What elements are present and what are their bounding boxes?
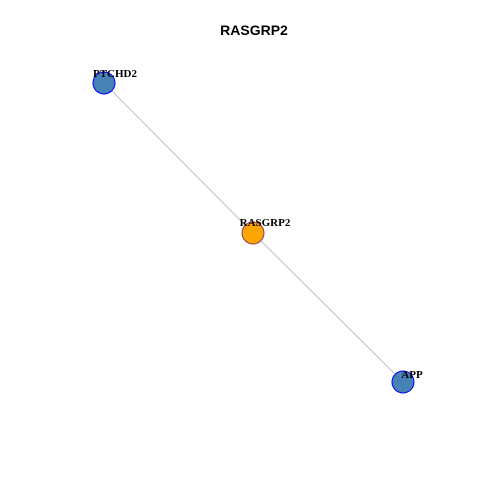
node-app-circle[interactable]	[391, 370, 415, 394]
node-app[interactable]: APP	[391, 369, 423, 394]
edge-ptchd2-rasgrp2	[103, 82, 254, 234]
node-rasgrp2[interactable]: RASGRP2	[240, 217, 291, 245]
node-ptchd2-circle[interactable]	[92, 71, 116, 95]
edges-layer	[103, 82, 404, 383]
edge-rasgrp2-app	[252, 232, 404, 383]
node-rasgrp2-label: RASGRP2	[240, 217, 291, 229]
diagram-title: RASGRP2	[220, 22, 288, 38]
nodes-layer: PTCHD2 RASGRP2 APP	[92, 68, 423, 394]
node-ptchd2[interactable]: PTCHD2	[92, 68, 138, 95]
node-ptchd2-label: PTCHD2	[93, 68, 138, 80]
node-app-label: APP	[401, 369, 423, 381]
node-rasgrp2-circle[interactable]	[241, 221, 265, 245]
